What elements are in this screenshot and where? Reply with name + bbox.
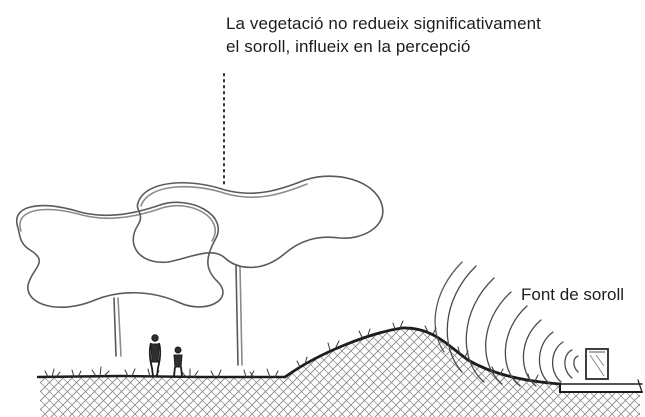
person-figure-1	[149, 334, 161, 377]
noise-source-box	[585, 348, 609, 380]
vegetation-annotation: La vegetació no redueix significativamen…	[226, 12, 541, 58]
person-figure-2	[173, 346, 183, 377]
ground-hatch	[40, 328, 640, 417]
tree-left	[15, 201, 224, 357]
sound-waves	[434, 261, 579, 387]
annotation-line-1: La vegetació no redueix significativamen…	[226, 14, 542, 33]
annotation-line-2: el soroll, influeix en la percepció	[226, 37, 471, 56]
ground-surface	[36, 326, 643, 393]
noise-source-label: Font de soroll	[521, 285, 624, 304]
tree-right	[132, 175, 384, 366]
